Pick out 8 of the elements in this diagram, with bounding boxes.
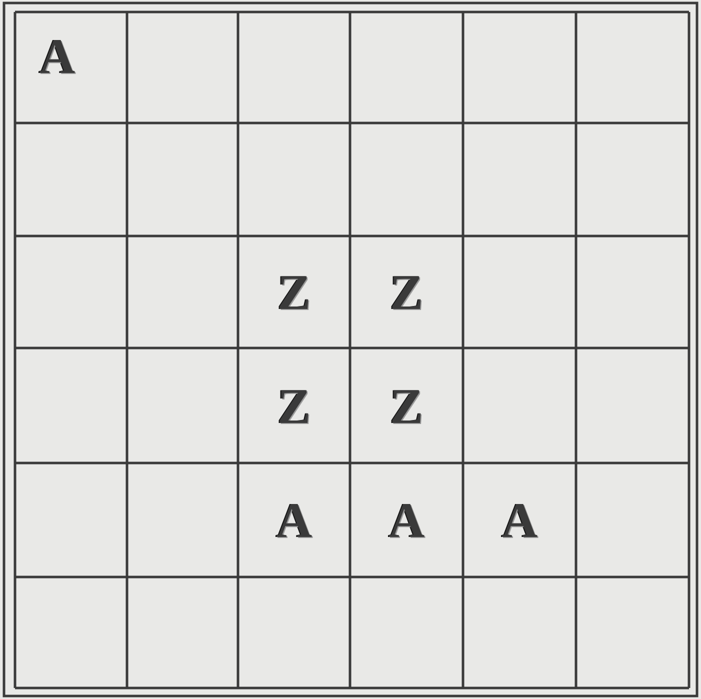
grid-letter: A — [274, 491, 314, 550]
grid-letter: A — [38, 26, 76, 86]
grid-letter: Z — [276, 376, 312, 436]
grid-letter: Z — [388, 263, 424, 322]
grid-letter: A — [500, 491, 539, 550]
grid-letter: Z — [276, 263, 312, 322]
grid-letter: Z — [388, 376, 424, 436]
grid-letter: A — [387, 491, 426, 550]
